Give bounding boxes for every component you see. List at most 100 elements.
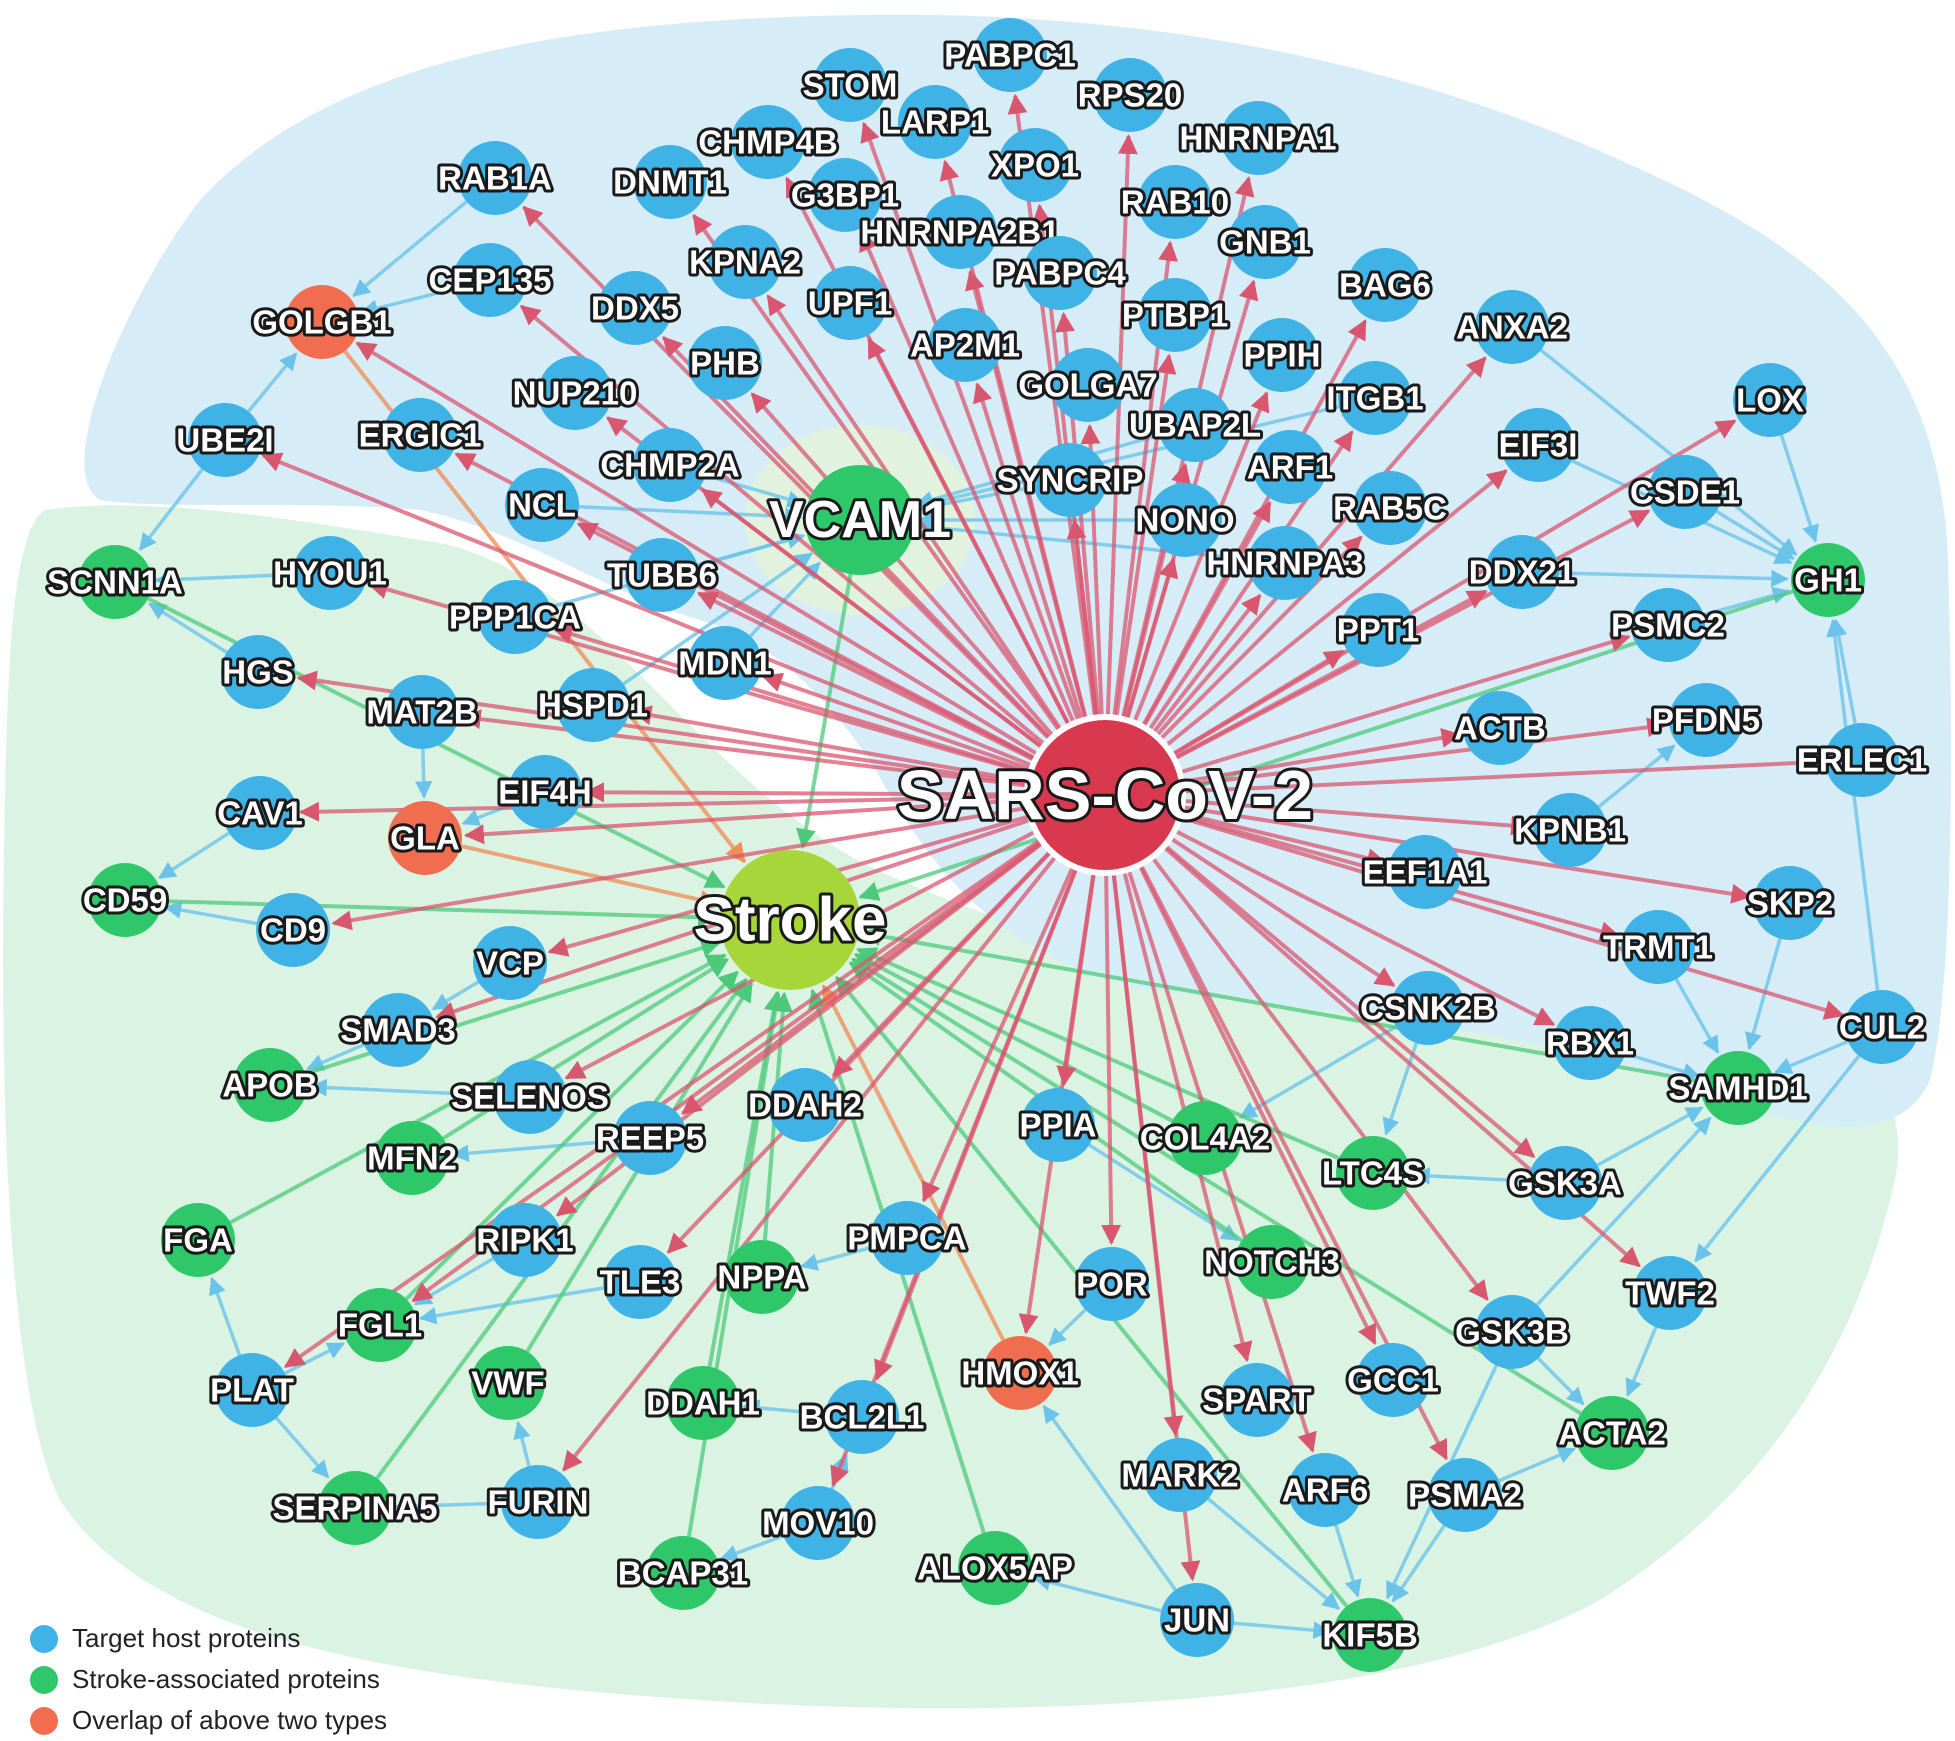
- node-label-fga: FGA: [163, 1222, 233, 1259]
- node-ppia: PPIA: [1016, 1088, 1100, 1162]
- node-circle-csnk2b: [1391, 971, 1465, 1045]
- edge-cd59-to-stroke: [161, 899, 719, 928]
- node-tle3: TLE3: [597, 1245, 683, 1319]
- node-label-golgb1: GOLGB1: [252, 304, 391, 341]
- edge-anxa2-to-gh1: [1539, 348, 1798, 556]
- node-label-gnb1: GNB1: [1219, 224, 1311, 261]
- node-cd59: CD59: [80, 863, 170, 937]
- node-nono: NONO: [1133, 483, 1238, 557]
- node-larp1: LARP1: [878, 85, 992, 159]
- edge-sars-cov-2-to-gsk3a: [1163, 843, 1536, 1159]
- node-label-furin: FURIN: [488, 1484, 589, 1521]
- node-circle-col4a2: [1168, 1101, 1242, 1175]
- node-circle-golga7: [1051, 348, 1125, 422]
- edge-sars-cov-2-to-mat2b: [460, 709, 1028, 788]
- node-label-syncrip: SYNCRIP: [997, 462, 1144, 499]
- edge-sars-cov-2-to-cul2: [1179, 815, 1845, 1020]
- node-label-anxa2: ANXA2: [1456, 309, 1568, 346]
- node-label-gsk3a: GSK3A: [1508, 1165, 1622, 1202]
- edge-ube2i-to-scnn1a: [138, 468, 204, 551]
- node-circle-apob: [233, 1048, 307, 1122]
- node-fgl1: FGL1: [335, 1288, 425, 1362]
- edge-sars-cov-2-to-psmc2: [1179, 632, 1631, 775]
- node-gnb1: GNB1: [1216, 205, 1314, 279]
- node-circle-hmox1: [983, 1336, 1057, 1410]
- node-circle-ddx21: [1485, 535, 1559, 609]
- node-ube2i: UBE2I: [173, 403, 277, 477]
- node-hmox1: HMOX1: [958, 1336, 1082, 1410]
- legend-label: Stroke-associated proteins: [72, 1664, 380, 1694]
- node-circle-pmpca: [870, 1201, 944, 1275]
- edge-sars-cov-2-to-rbx1: [1173, 828, 1556, 1027]
- node-circle-hspd1: [556, 668, 630, 742]
- node-label-tle3: TLE3: [600, 1264, 681, 1301]
- node-sars-cov-2: SARS-CoV-2: [894, 714, 1316, 876]
- node-label-cd9: CD9: [260, 912, 326, 949]
- node-circle-acta2: [1575, 1396, 1649, 1470]
- node-ergic1: ERGIC1: [356, 398, 484, 472]
- edge-sars-cov-2-to-gla: [463, 797, 1028, 845]
- edge-kpnb1-to-pfdn5: [1597, 744, 1676, 809]
- node-syncrip: SYNCRIP: [994, 443, 1146, 517]
- node-pfdn5: PFDN5: [1649, 683, 1763, 757]
- edge-sars-cov-2-to-golgb1: [355, 341, 1040, 757]
- node-label-actb: ACTB: [1454, 710, 1546, 747]
- node-circle-nup210: [538, 356, 612, 430]
- node-circle-ddah1: [666, 1366, 740, 1440]
- node-circle-ergic1: [383, 398, 457, 472]
- node-label-twf2: TWF2: [1625, 1275, 1715, 1312]
- node-circle-ddx5: [598, 271, 672, 345]
- node-label-nup210: NUP210: [513, 375, 638, 412]
- edge-sars-cov-2-to-actb: [1181, 728, 1462, 784]
- node-alox5ap: ALOX5AP: [914, 1531, 1076, 1605]
- edge-sars-cov-2-to-skp2: [1181, 805, 1752, 904]
- node-circle-smad3: [361, 993, 435, 1067]
- edge-sars-cov-2-to-kpnb1: [1182, 798, 1532, 836]
- node-mark2: MARK2: [1118, 1438, 1242, 1512]
- node-circle-tle3: [603, 1245, 677, 1319]
- node-eif3i: EIF3I: [1496, 408, 1580, 482]
- edge-psma2-to-acta2: [1498, 1446, 1576, 1483]
- node-circle-xpo1: [998, 128, 1072, 202]
- node-nppa: NPPA: [714, 1240, 810, 1314]
- node-label-skp2: SKP2: [1747, 885, 1833, 922]
- node-circle-phb: [688, 326, 762, 400]
- node-label-pabpc1: PABPC1: [944, 37, 1075, 74]
- node-reep5: REEP5: [593, 1101, 707, 1175]
- node-hnrnpa1: HNRNPA1: [1176, 101, 1340, 175]
- edge-sars-cov-2-to-phb: [750, 392, 1055, 738]
- node-circle-gsk3b: [1475, 1295, 1549, 1369]
- node-scnn1a: SCNN1A: [44, 545, 186, 619]
- node-label-col4a2: COL4A2: [1140, 1120, 1270, 1157]
- edge-sars-cov-2-to-nono: [1124, 557, 1179, 721]
- node-circle-arf6: [1288, 1453, 1362, 1527]
- node-csde1: CSDE1: [1627, 455, 1743, 529]
- node-label-ppih: PPIH: [1243, 337, 1320, 374]
- node-circle-scnn1a: [78, 545, 152, 619]
- node-circle-mat2b: [385, 675, 459, 749]
- node-circle-cd59: [88, 863, 162, 937]
- node-label-kif5b: KIF5B: [1322, 1617, 1417, 1654]
- edge-sars-cov-2-to-arf1: [1141, 500, 1272, 729]
- node-circle-ap2m1: [928, 308, 1002, 382]
- edges-layer: [138, 93, 1880, 1639]
- node-label-scnn1a: SCNN1A: [47, 564, 183, 601]
- node-label-ripk1: RIPK1: [476, 1222, 573, 1259]
- node-circle-nono: [1148, 483, 1222, 557]
- node-vwf: VWF: [468, 1346, 548, 1420]
- node-circle-ltc4s: [1336, 1136, 1410, 1210]
- node-cd9: CD9: [256, 893, 330, 967]
- node-label-eif3i: EIF3I: [1499, 427, 1578, 464]
- sars-cov-2-region: [84, 14, 1951, 1127]
- node-circle-cul2: [1845, 990, 1919, 1064]
- node-label-hmox1: HMOX1: [961, 1355, 1078, 1392]
- node-circle-eif4h: [508, 755, 582, 829]
- node-circle-erlec1: [1825, 723, 1899, 797]
- node-xpo1: XPO1: [988, 128, 1082, 202]
- node-ncl: NCL: [505, 468, 579, 542]
- node-label-ptbp1: PTBP1: [1122, 297, 1228, 334]
- node-circle-kif5b: [1333, 1598, 1407, 1672]
- node-label-ddah1: DDAH1: [646, 1385, 760, 1422]
- node-kif5b: KIF5B: [1319, 1598, 1421, 1672]
- node-circle-reep5: [613, 1101, 687, 1175]
